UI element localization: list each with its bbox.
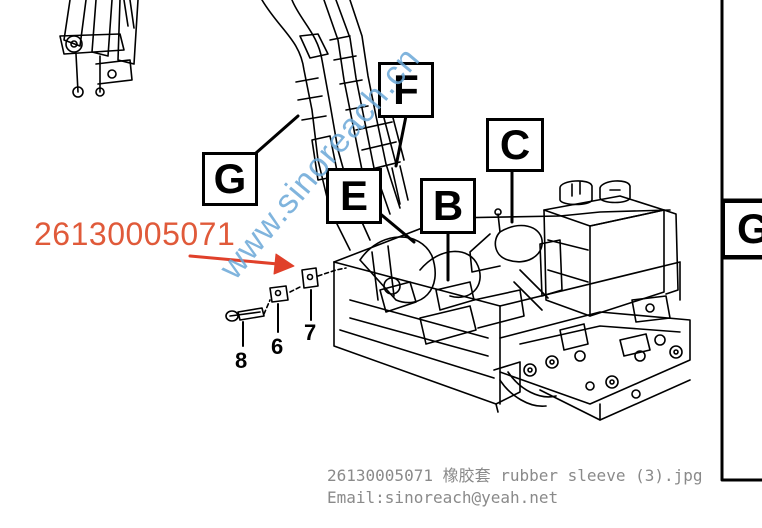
callout-c: C — [486, 118, 544, 172]
leader-e — [376, 210, 416, 244]
callout-b: B — [420, 178, 476, 234]
email-caption: Email:sinoreach@yeah.net — [327, 488, 559, 507]
red-arrow — [188, 254, 280, 266]
undercarriage — [499, 295, 691, 421]
boom — [261, 0, 409, 251]
bucket-linkage — [59, 0, 139, 98]
part-number-6: 6 — [271, 334, 284, 359]
hydraulic-tank — [543, 180, 679, 317]
callout-f: F — [378, 62, 434, 118]
part-number-8: 8 — [235, 348, 248, 373]
red-arrow-head — [273, 253, 295, 275]
file-caption: 26130005071 橡胶套 rubber sleeve (3).jpg — [327, 466, 703, 485]
part-number-7: 7 — [304, 320, 317, 345]
callout-g-left: G — [202, 152, 258, 206]
exploded-parts — [225, 267, 347, 347]
part-number-label: 26130005071 — [34, 216, 236, 252]
leader-f — [394, 114, 408, 168]
callout-g-right: G — [722, 200, 762, 258]
callout-e: E — [326, 168, 382, 224]
machine-frame — [333, 208, 681, 413]
